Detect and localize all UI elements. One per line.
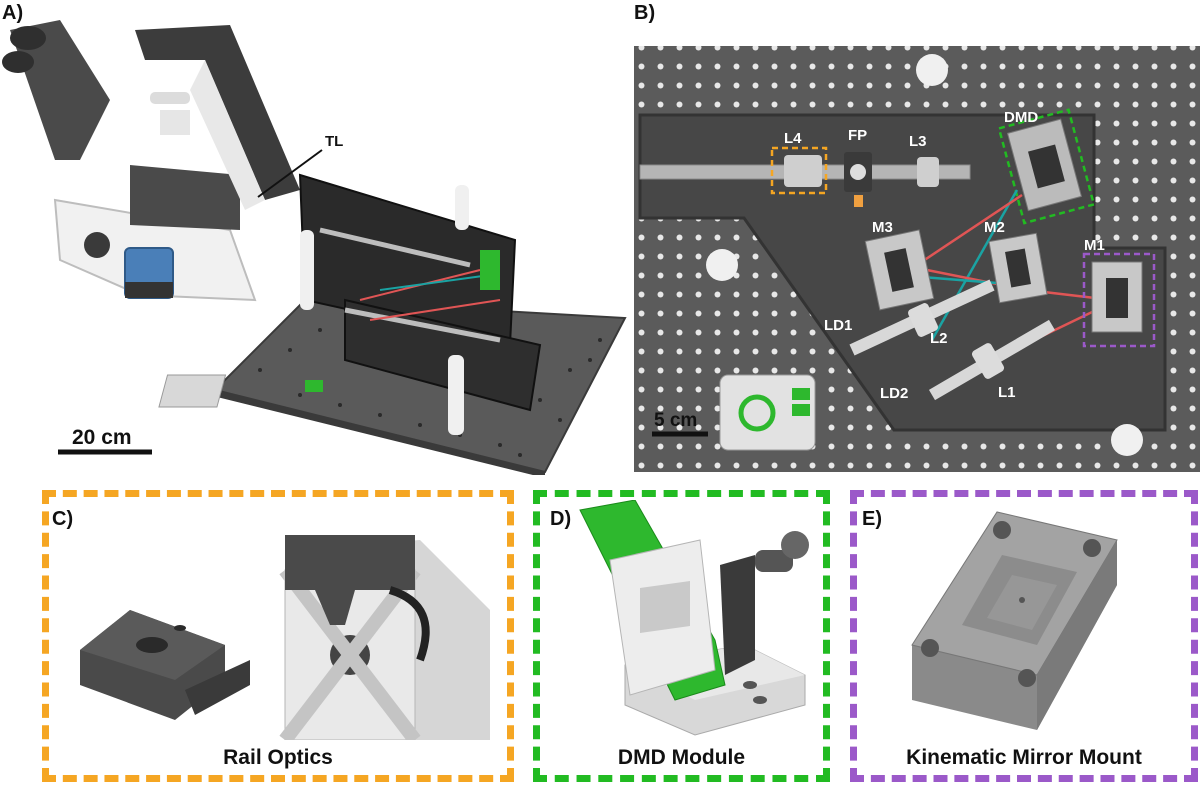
panel-d-caption: DMD Module xyxy=(617,746,746,769)
eyepiece-tubes xyxy=(10,20,110,160)
dmd-module-illustration xyxy=(579,500,809,736)
label-l1: L1 xyxy=(998,384,1016,401)
label-ld1: LD1 xyxy=(824,317,852,334)
panel-c-caption: Rail Optics xyxy=(223,746,333,769)
panel-a-label: A) xyxy=(2,2,24,24)
label-m1: M1 xyxy=(1084,237,1105,254)
panel-a: A) xyxy=(0,0,630,475)
m1-highlight-box xyxy=(1082,252,1156,348)
label-l3: L3 xyxy=(909,133,927,150)
tl-label: TL xyxy=(325,133,343,150)
panel-c-frame xyxy=(42,490,514,782)
controller-board xyxy=(158,374,227,408)
label-l4: L4 xyxy=(784,130,802,147)
label-l2: L2 xyxy=(930,330,948,347)
rail-optics-illustration xyxy=(80,535,490,740)
label-fp: FP xyxy=(848,127,867,144)
microscope-arm xyxy=(135,25,300,200)
scale-bar-a-label: 20 cm xyxy=(72,426,132,449)
panel-e-frame xyxy=(850,490,1198,782)
panel-e-label: E) xyxy=(862,508,882,530)
label-m3: M3 xyxy=(872,219,893,236)
condenser-ring xyxy=(150,92,190,104)
panel-e-caption: Kinematic Mirror Mount xyxy=(906,746,1142,769)
scale-bar-b-label: 5 cm xyxy=(654,410,697,431)
controller-board-b xyxy=(719,374,816,451)
microscope-stage xyxy=(130,165,240,230)
tl-pointer-line xyxy=(257,149,323,198)
l4-highlight-box xyxy=(770,146,828,195)
panel-b-label: B) xyxy=(634,2,656,24)
label-ld2: LD2 xyxy=(880,385,908,402)
label-m2: M2 xyxy=(984,219,1005,236)
focus-knob xyxy=(84,232,110,258)
panel-b: B) L4 FP L3 DMD xyxy=(632,0,1200,475)
label-dmd: DMD xyxy=(1004,109,1038,126)
microscope-setup-illustration: TL 20 cm xyxy=(2,20,627,475)
kinematic-mirror-mount-illustration xyxy=(911,511,1118,730)
top-view-photo: L4 FP L3 DMD M3 M2 M1 xyxy=(634,46,1200,472)
panel-d-frame xyxy=(533,490,830,782)
panel-c-label: C) xyxy=(52,508,74,530)
panel-d-label: D) xyxy=(550,508,572,530)
